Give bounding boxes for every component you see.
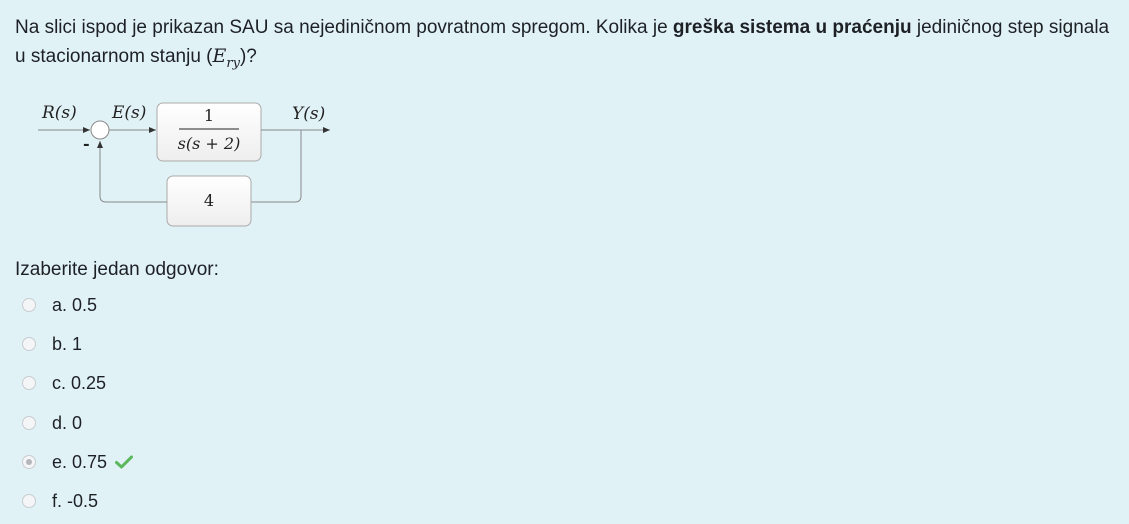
input-label: R(s) — [41, 103, 77, 123]
feedback-path-right — [251, 130, 302, 203]
option-e-label: e. 0.75 — [52, 451, 108, 472]
forward-denominator: s(s + 2) — [178, 134, 241, 153]
option-d-label: d. 0 — [52, 412, 83, 433]
radio-option-a[interactable] — [22, 298, 36, 312]
feedback-sign: - — [83, 134, 90, 153]
question-text-end: )? — [239, 46, 257, 67]
block-diagram: 1 s(s + 2) 4 R(s) E(s) Y(s) - — [38, 102, 330, 227]
option-b-label: b. 1 — [52, 333, 83, 354]
option-f-label: f. -0.5 — [52, 490, 99, 511]
forward-numerator: 1 — [204, 106, 214, 125]
radio-option-c[interactable] — [22, 376, 36, 390]
feedback-path-left — [97, 141, 167, 203]
radio-option-b[interactable] — [22, 337, 36, 351]
error-label: E(s) — [111, 103, 146, 123]
radio-option-f[interactable] — [22, 494, 36, 508]
feedback-block — [166, 175, 252, 227]
question-text-before: Na slici ispod je prikazan SAU sa nejedi… — [15, 17, 673, 38]
option-d[interactable]: d. 0 — [22, 408, 322, 438]
math-symbol: Ery — [212, 45, 240, 71]
forward-block — [156, 102, 262, 162]
answer-prompt: Izaberite jedan odgovor: — [15, 259, 219, 280]
option-e[interactable]: e. 0.75 — [22, 447, 322, 477]
check-icon — [115, 455, 134, 469]
option-b[interactable]: b. 1 — [22, 329, 322, 359]
radio-option-e[interactable] — [22, 455, 36, 469]
feedback-gain: 4 — [204, 191, 214, 210]
summing-junction — [90, 120, 110, 140]
radio-option-d[interactable] — [22, 416, 36, 430]
question-text: Na slici ispod je prikazan SAU sa nejedi… — [15, 14, 1115, 78]
option-c-label: c. 0.25 — [52, 372, 107, 393]
option-f[interactable]: f. -0.5 — [22, 486, 322, 516]
option-a-label: a. 0.5 — [52, 294, 98, 315]
option-a[interactable]: a. 0.5 — [22, 290, 322, 320]
question-text-after: jediničnog step signala u stacionarnom s… — [15, 17, 1110, 67]
output-label: Y(s) — [292, 104, 325, 124]
math-subscript: ry — [226, 55, 240, 71]
question-text-bold: greška sistema u praćenju — [672, 17, 912, 38]
option-c[interactable]: c. 0.25 — [22, 368, 322, 398]
